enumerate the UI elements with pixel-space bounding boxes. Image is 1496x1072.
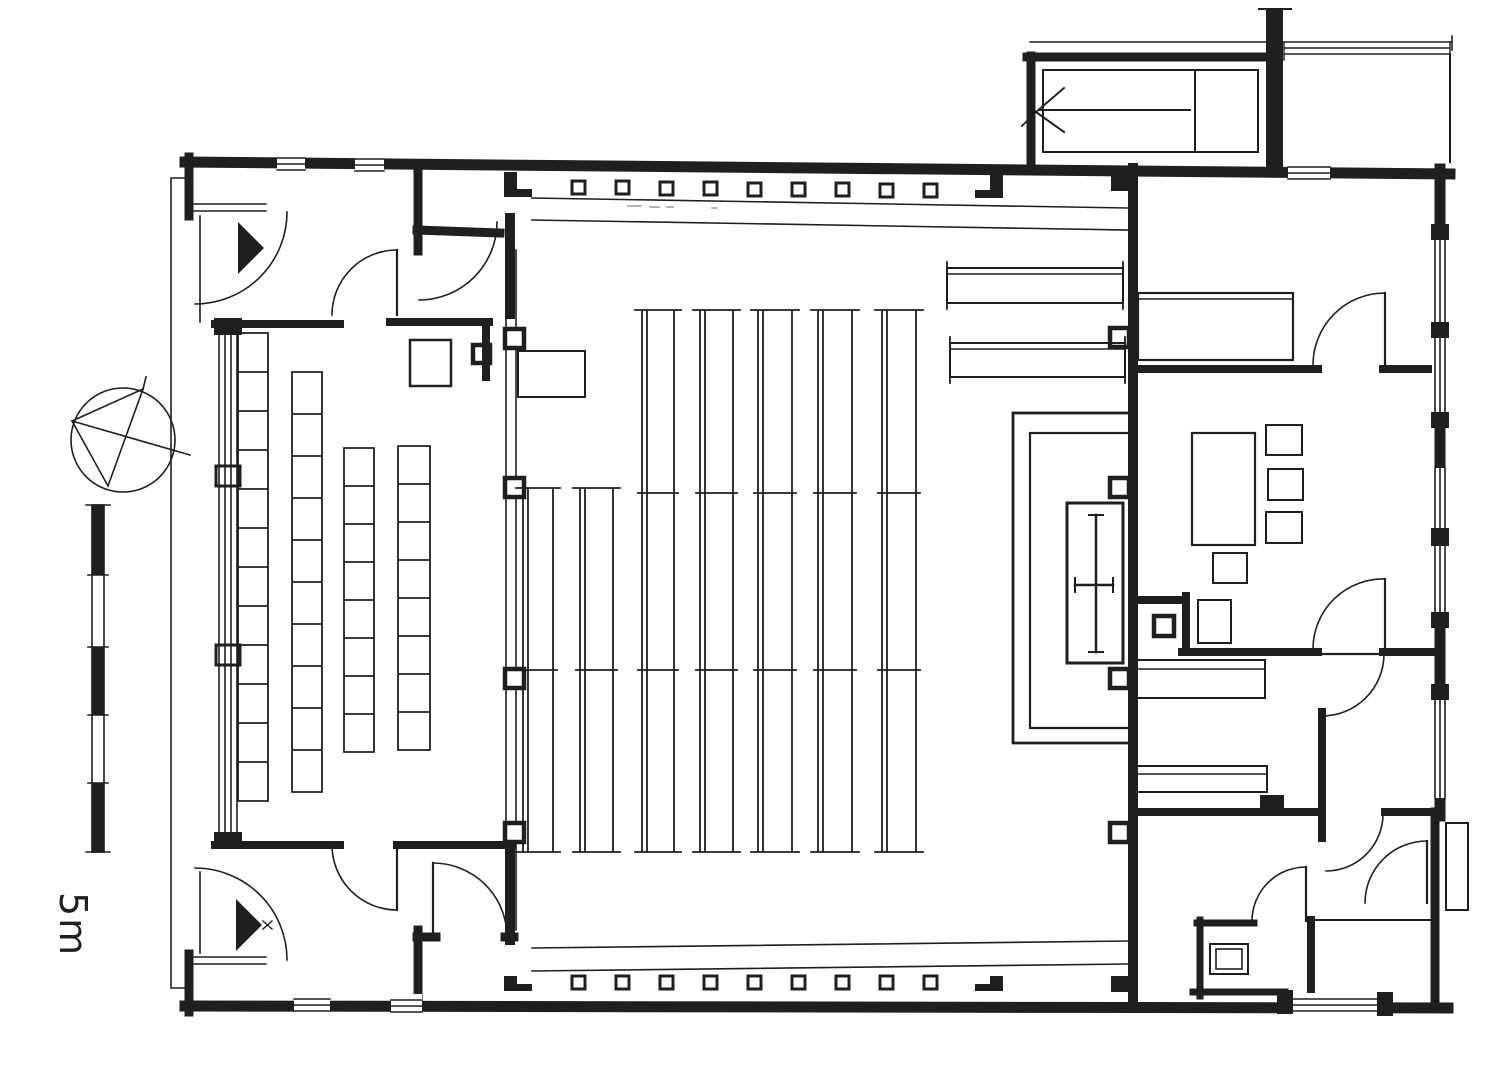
pew-strips — [515, 309, 924, 853]
font-stand — [408, 338, 453, 388]
entrance-triangle-icon — [238, 222, 264, 274]
communion-benches — [946, 261, 1126, 384]
windows-south — [293, 990, 1393, 1020]
direction-arrow-icon — [1020, 86, 1191, 134]
scale-label: 5m — [51, 892, 95, 957]
entrance-triangle-icon — [236, 899, 262, 951]
wall-box — [1151, 613, 1177, 639]
meeting-table — [1190, 431, 1257, 547]
column-icons-north — [570, 179, 939, 199]
north-indicator-icon — [70, 376, 191, 493]
altar-cross-icon — [1073, 513, 1115, 654]
chair — [1265, 424, 1303, 456]
windows-west-chapel — [185, 203, 267, 965]
counter — [1135, 659, 1266, 699]
right-wing-furniture — [1135, 291, 1304, 975]
column-icons-south — [570, 974, 939, 991]
colonnade-south — [504, 940, 1129, 999]
annex — [1020, 8, 1453, 175]
door-swings — [194, 211, 1429, 961]
nave-east-wall-pilasters — [1107, 175, 1132, 992]
scale-bar: 5m — [51, 504, 111, 957]
interior-walls — [211, 162, 1444, 1013]
sink-unit — [1197, 599, 1232, 644]
side-desk — [517, 350, 586, 398]
chapel-seating — [237, 332, 586, 802]
sacristy-counter — [1136, 291, 1295, 362]
chair — [1267, 468, 1304, 501]
side-table — [1212, 552, 1248, 584]
wall-niche — [470, 342, 493, 366]
chair — [1265, 511, 1303, 544]
colonnade-north — [504, 172, 1129, 231]
pencil-marks — [627, 205, 718, 209]
entrance-markers — [236, 222, 273, 951]
east-buttress — [1445, 822, 1469, 911]
chancel-platform — [1011, 411, 1130, 745]
eaves-outline — [170, 177, 201, 989]
wc-fixture — [1209, 943, 1249, 975]
windows-north — [276, 150, 1331, 184]
windows-east — [1431, 224, 1469, 911]
altar — [1065, 501, 1125, 665]
counter — [1135, 765, 1268, 793]
